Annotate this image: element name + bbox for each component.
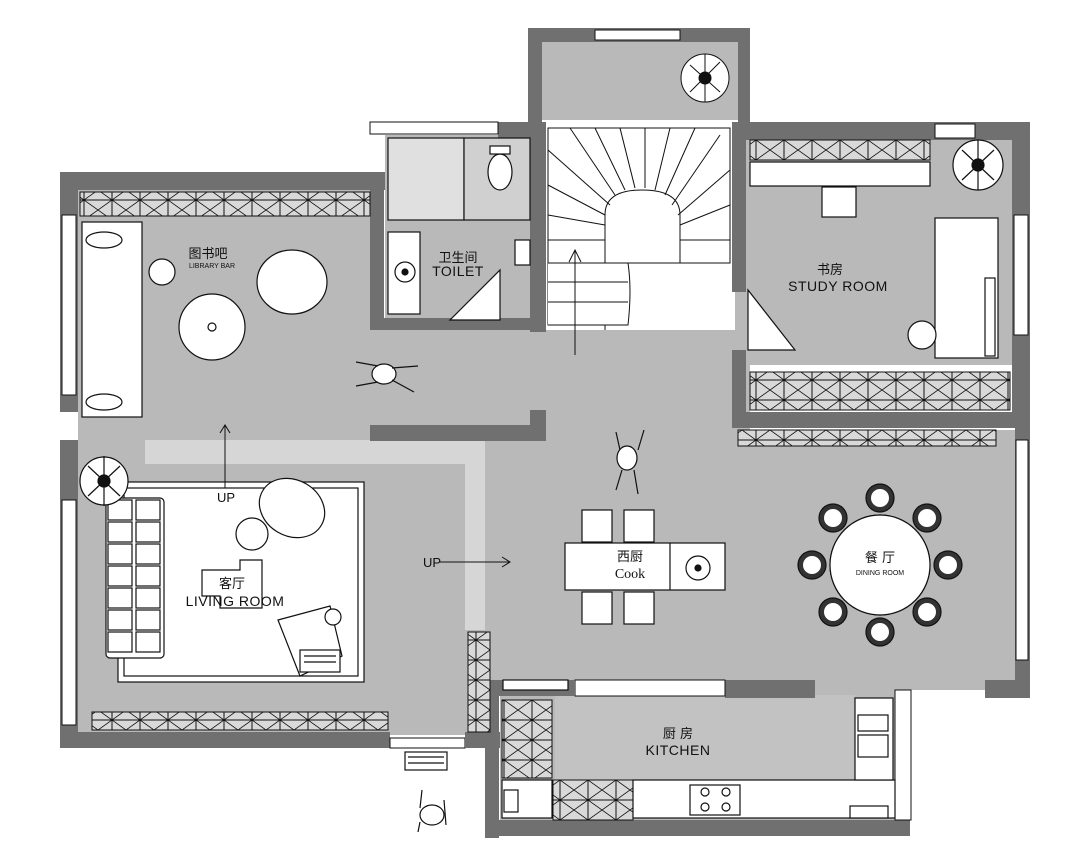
dining-furniture [797,483,963,647]
library-bar-en: LIBRARY BAR [189,263,235,270]
library-bar-furniture [81,221,328,418]
western-kitchen-en: Cook [615,567,645,582]
living-furniture [79,456,365,683]
western-kitchen-cn: 西厨 [617,550,643,565]
kitchen-floor [555,695,855,780]
daybed [81,221,143,418]
person-icon [355,361,419,393]
lounge-chair [256,249,328,315]
kitchen-furniture [501,679,896,819]
study-furniture [747,139,1004,359]
cabinets [79,139,1011,821]
tree-icon [680,53,730,103]
toilet-icon [487,153,513,191]
toilet-furniture [387,137,531,321]
up-label-center: UP [423,555,441,570]
stove-icon [689,784,741,816]
side-table [148,258,176,286]
study-room-cn: 书房 [817,262,843,278]
island-furniture [564,509,726,625]
person-icon [404,751,448,833]
sink-icon [857,714,889,732]
kitchen-cn: 厨 房 [663,726,693,742]
dining-room-cn: 餐 厅 [865,550,895,566]
walls [60,28,1030,838]
living-room-en: LIVING ROOM [186,593,285,609]
toilet-en: TOILET [432,263,484,279]
dining-room-en: DINING ROOM [856,570,904,577]
sofa-icon [105,497,165,659]
living-room-cn: 客厅 [219,576,245,592]
corridor-strip-vertical [465,440,485,630]
library-bar-cn: 图书吧 [188,247,227,262]
toilet-cn: 卫生间 [438,251,477,266]
kitchen-en: KITCHEN [646,742,711,758]
up-arrows [219,424,511,568]
staircase [547,127,731,355]
up-label-living: UP [217,490,235,505]
study-room-en: STUDY ROOM [788,278,888,294]
corridor-strip [145,440,465,464]
person-icon [615,429,645,495]
